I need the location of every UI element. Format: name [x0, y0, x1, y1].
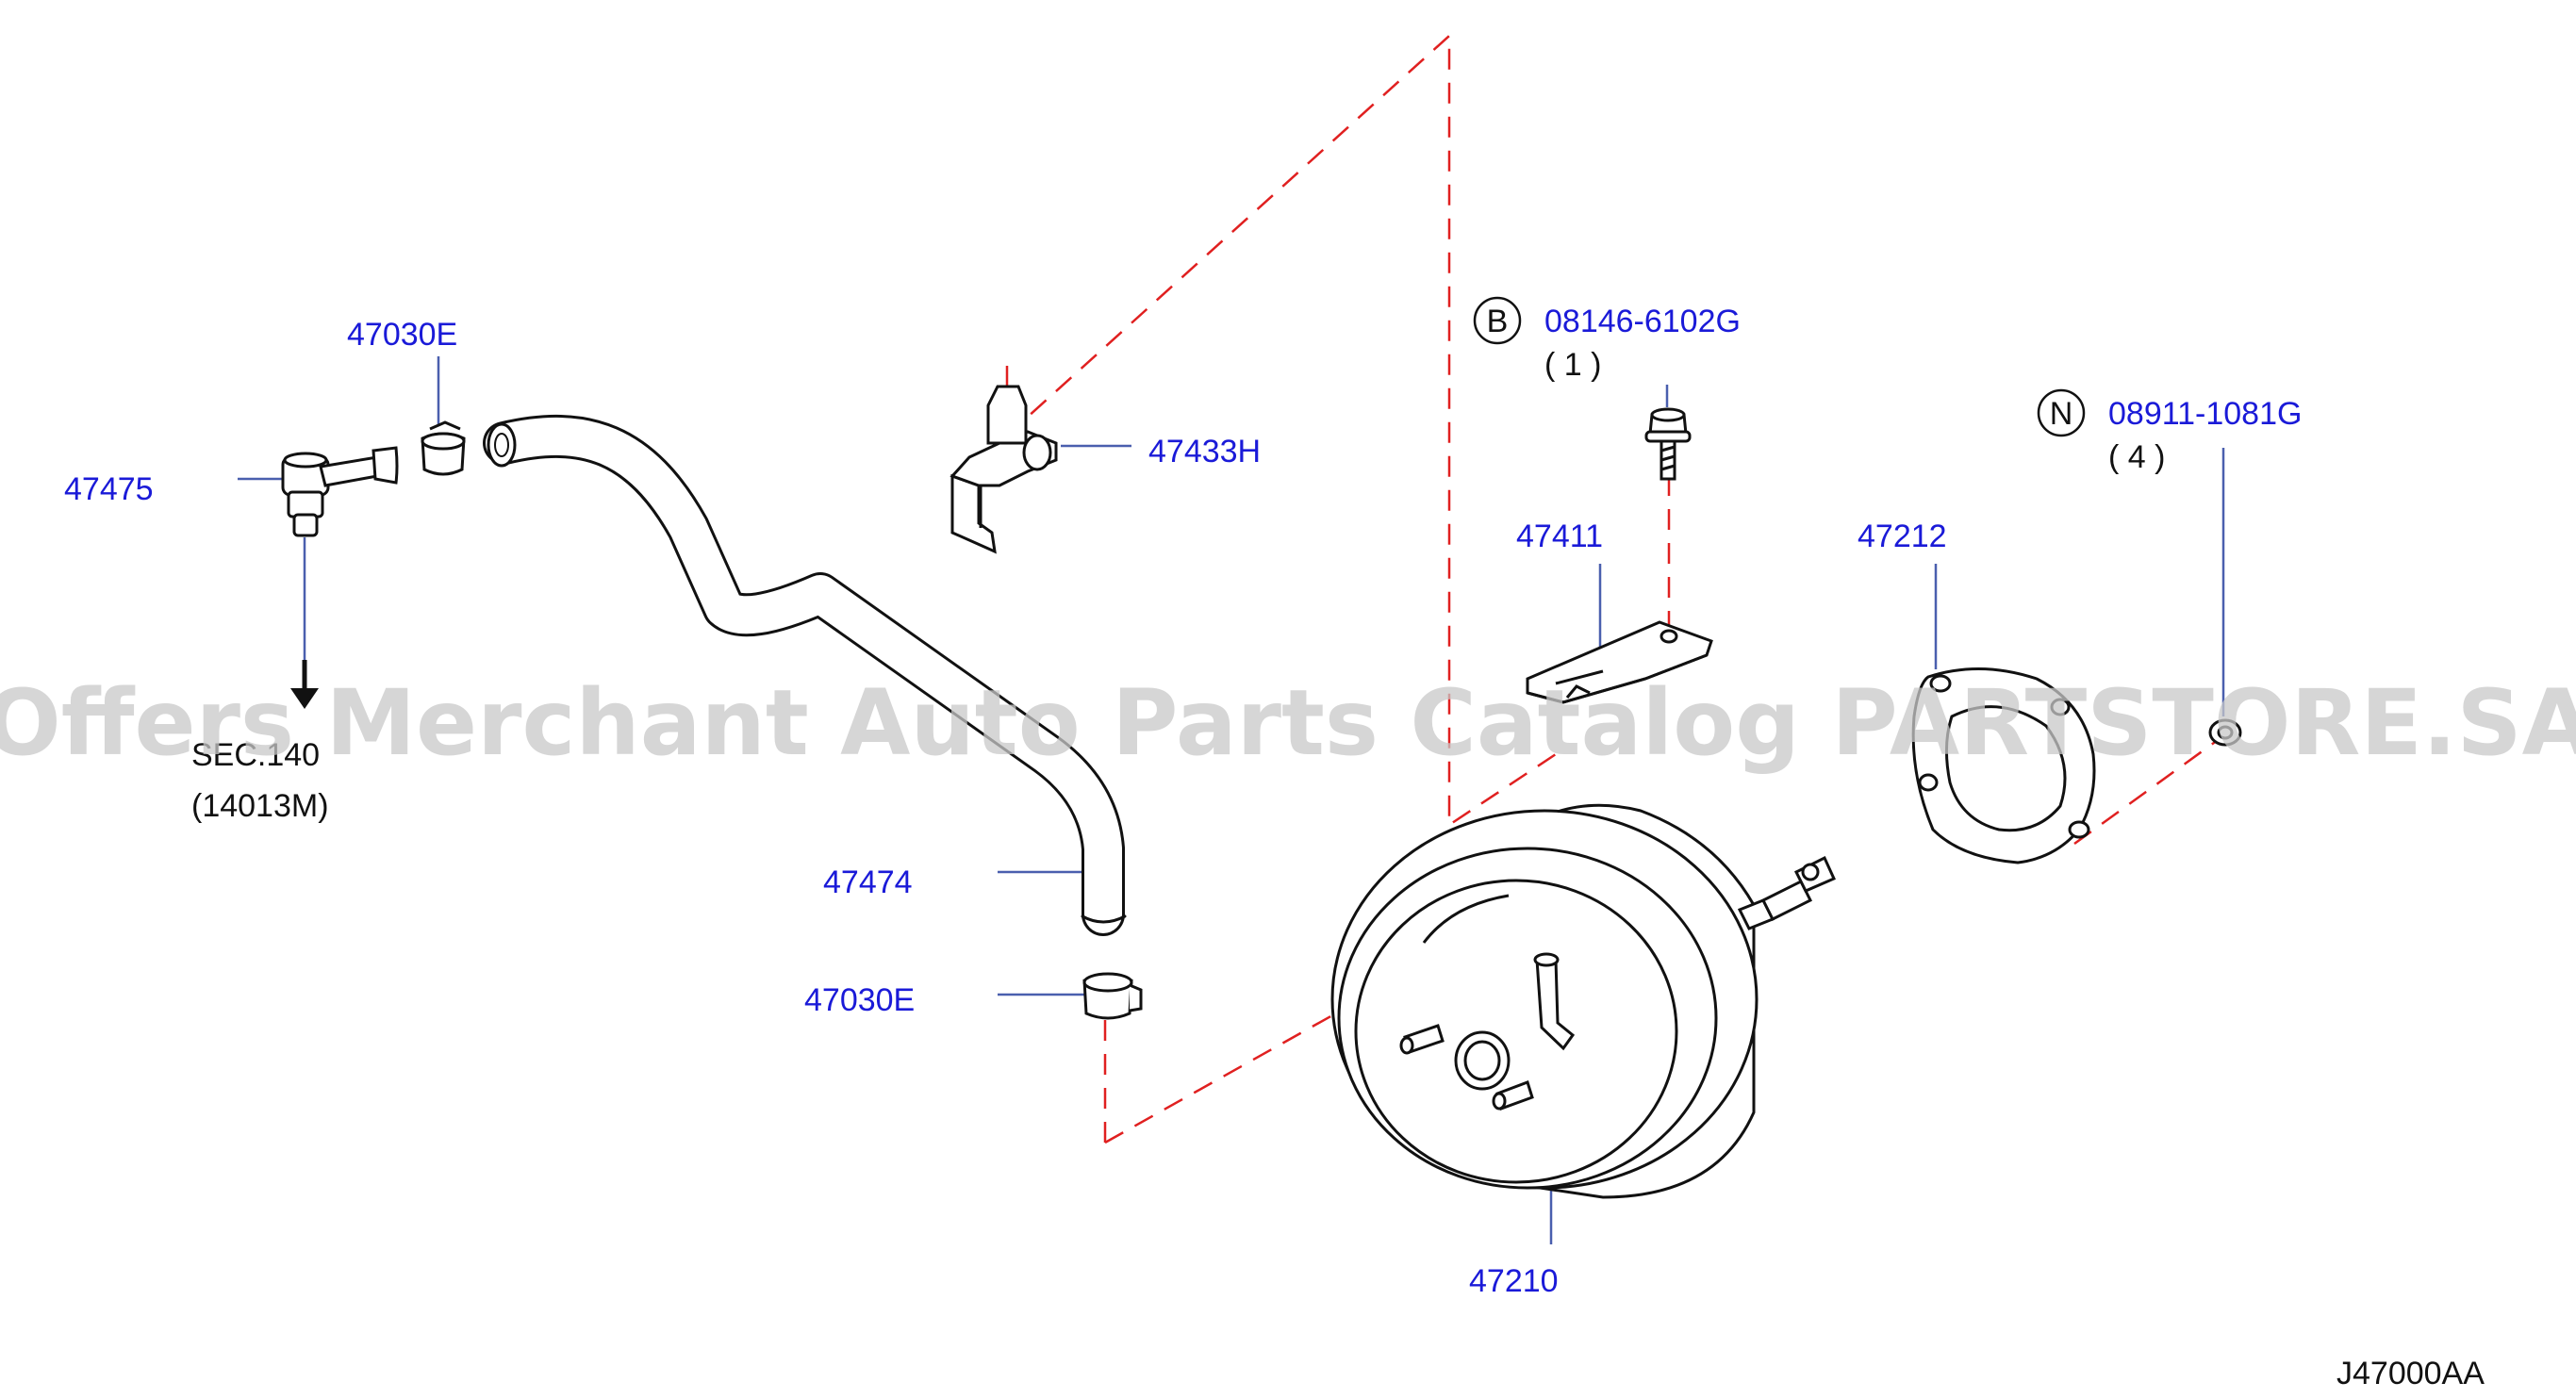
section-arrow [290, 660, 319, 709]
hose-clamp-top [421, 420, 466, 476]
label-bolt-part: 08146-6102G [1544, 304, 1741, 339]
label-47474: 47474 [823, 864, 913, 900]
brake-booster-47210 [1330, 803, 1836, 1199]
nut-symbol-badge: N [2037, 388, 2086, 437]
nut-08911-1081G [2208, 718, 2242, 747]
label-47030E-top: 47030E [347, 317, 457, 353]
bracket-47411 [1526, 620, 1713, 704]
vacuum-hose-47474 [483, 414, 1127, 936]
gasket-47212 [1911, 667, 2096, 864]
label-47212: 47212 [1858, 518, 1947, 554]
label-47210: 47210 [1469, 1263, 1559, 1299]
label-nut-part: 08911-1081G [2108, 396, 2302, 432]
label-47475: 47475 [64, 471, 154, 507]
hose-clip-47433H [949, 385, 1058, 554]
bolt-symbol-badge: B [1473, 296, 1522, 345]
bolt-symbol-letter: B [1487, 304, 1509, 339]
part-labels: 47030E 47475 47433H 47474 47030E 47411 4… [64, 304, 2302, 1299]
leader-lines [238, 356, 2225, 1244]
elbow-connector-47475 [281, 446, 399, 537]
diagram-code: J47000AA [2337, 1356, 2485, 1391]
bolt-08146-6102G [1644, 407, 1692, 481]
label-47411: 47411 [1516, 518, 1603, 554]
section-subreference: (14013M) [191, 788, 329, 824]
watermark-text: Offers Merchant Auto Parts Catalog PARTS… [0, 670, 2576, 776]
nut-symbol-letter: N [2050, 396, 2073, 432]
section-reference: SEC.140 [191, 737, 320, 773]
hose-clamp-bottom [1082, 972, 1143, 1020]
bolt-quantity: ( 1 ) [1544, 347, 1601, 383]
nut-quantity: ( 4 ) [2108, 439, 2165, 475]
label-47030E-bottom: 47030E [804, 982, 915, 1018]
label-47433H: 47433H [1148, 434, 1261, 469]
